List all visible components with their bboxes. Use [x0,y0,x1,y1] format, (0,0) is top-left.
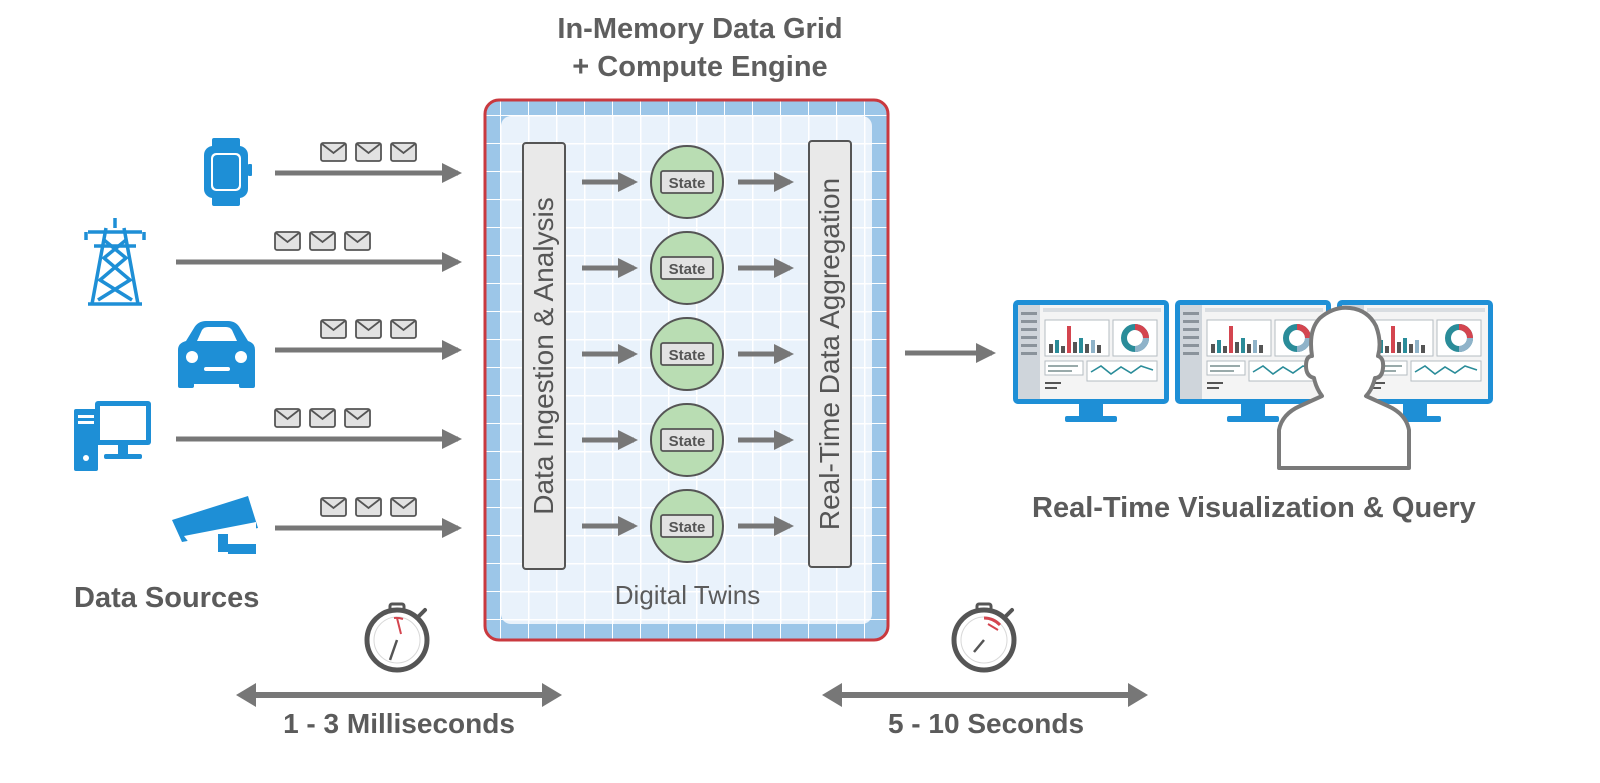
car-icon [178,321,255,388]
ingestion-analysis-bar: Data Ingestion & Analysis [522,142,566,570]
user-silhouette-icon [1277,305,1411,470]
message-icon [344,408,371,428]
data-aggregation-bar: Real-Time Data Aggregation [808,140,852,568]
diagram-title: In-Memory Data Grid + Compute Engine [530,10,870,86]
visualization-label: Real-Time Visualization & Query [1032,492,1476,524]
state-node: State [650,317,724,391]
message-icon [320,497,347,517]
ingestion-analysis-label: Data Ingestion & Analysis [528,197,559,515]
state-label: State [669,261,706,278]
message-icon [274,231,301,251]
digital-twins: State State State State State [582,145,794,563]
monitor-icon [1013,300,1169,422]
title-line-2: + Compute Engine [572,51,828,83]
state-node: State [650,145,724,219]
stopwatch-icon [954,604,1014,670]
message-icon [320,142,347,162]
data-aggregation-label: Real-Time Data Aggregation [814,177,845,531]
message-icon [344,231,371,251]
state-node: State [650,403,724,477]
data-sources-label: Data Sources [74,582,260,614]
power-tower-icon [84,218,146,306]
title-line-1: In-Memory Data Grid [557,13,843,45]
source-arrows [176,163,462,538]
stopwatch-icon [367,604,427,670]
security-camera-icon [172,496,258,554]
smartwatch-icon [204,138,252,206]
latency-arrow-slow [822,683,1148,707]
message-icon [355,497,382,517]
latency-slow-label: 5 - 10 Seconds [887,708,1085,739]
message-icon [274,408,301,428]
message-icon [355,319,382,339]
dashboard-monitors [1013,300,1493,422]
latency-fast-label: 1 - 3 Milliseconds [283,708,515,739]
digital-twins-label: Digital Twins [614,580,761,610]
message-icon [309,408,336,428]
state-node: State [650,231,724,305]
message-icons [274,142,417,517]
message-icon [390,142,417,162]
message-icon [390,319,417,339]
state-label: State [669,519,706,536]
message-icon [355,142,382,162]
latency-arrow-fast [236,683,562,707]
message-icon [309,231,336,251]
state-label: State [669,347,706,364]
message-icon [320,319,347,339]
state-node: State [650,489,724,563]
message-icon [390,497,417,517]
state-label: State [669,175,706,192]
desktop-computer-icon [74,401,151,471]
state-label: State [669,433,706,450]
